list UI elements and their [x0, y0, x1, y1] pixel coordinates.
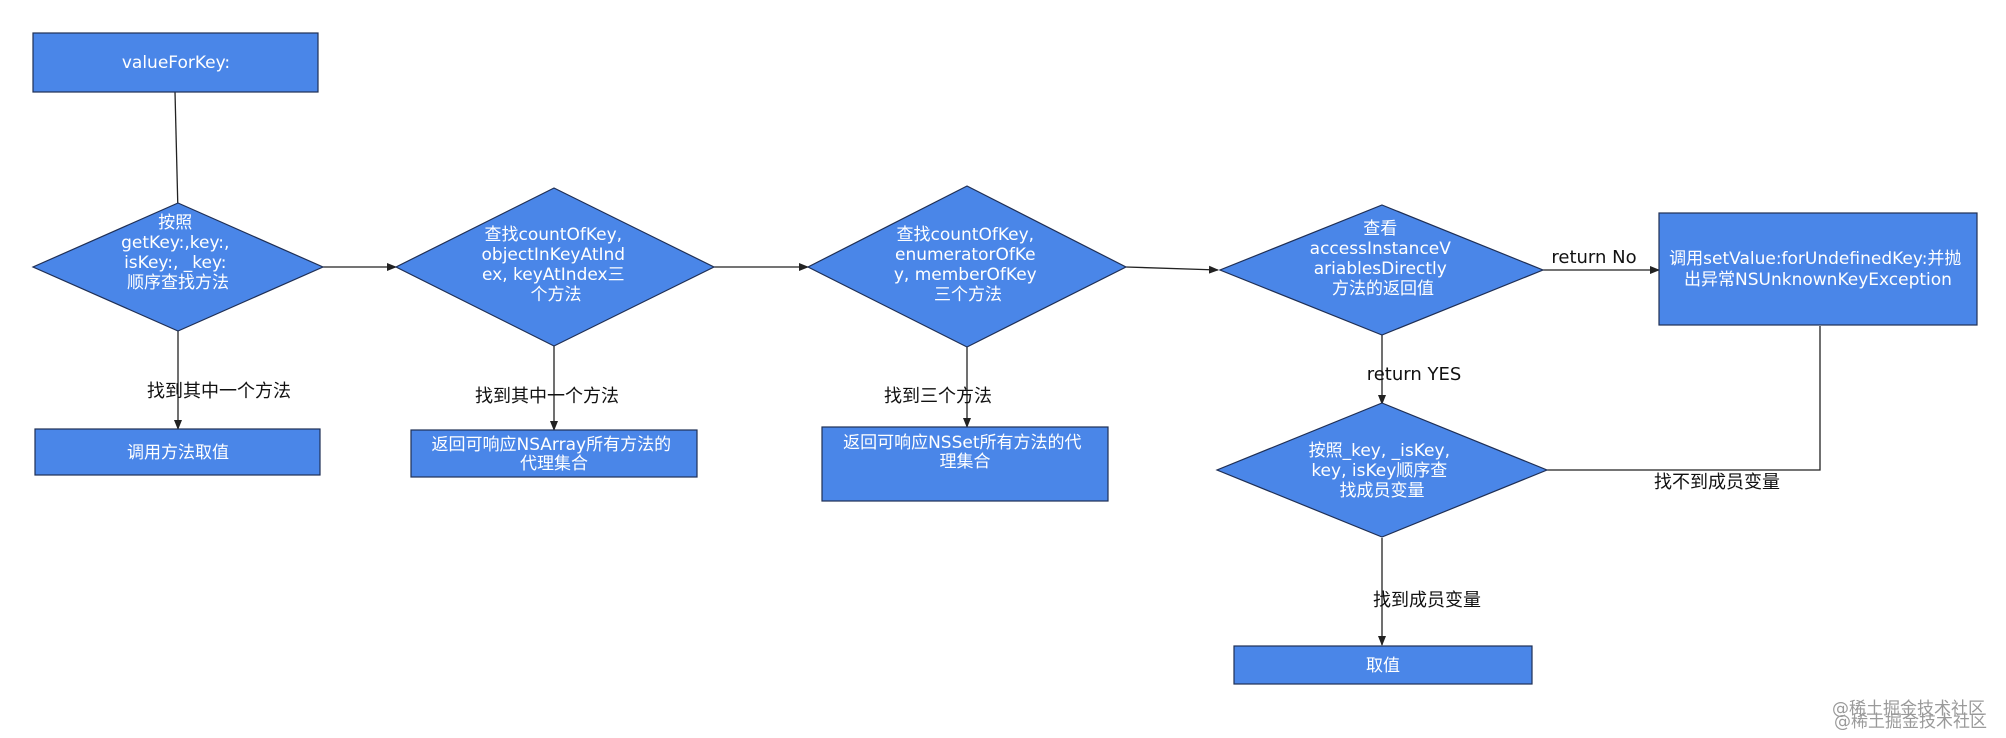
edge-label-found-three-methods: 找到三个方法 [884, 386, 992, 407]
undefined-key-node: 调用setValue:forUndefinedKey:并抛 出异常NSUnkno… [1658, 212, 1978, 326]
array-proxy-node: 返回可响应NSArray所有方法的 代理集合 [410, 429, 698, 478]
call-method-node: 调用方法取值 [34, 428, 321, 476]
getter-method-decision: 按照 getKey:,key:, isKey:, _key: 顺序查找方法 [31, 202, 325, 332]
call-method-node-label: 调用方法取值 [127, 443, 229, 463]
getter-method-decision-label: 按照 getKey:,key:, isKey:, _key: 顺序查找方法 [121, 213, 235, 293]
set-proxy-node: 返回可响应NSSet所有方法的代 理集合 [821, 426, 1109, 502]
array-methods-decision: 查找countOfKey, objectInKeyAtInd ex, keyAt… [394, 187, 716, 347]
edge-label-return-no: return No [1551, 247, 1636, 268]
get-value-node-label: 取值 [1366, 656, 1400, 676]
undefined-key-node-label: 调用setValue:forUndefinedKey:并抛 出异常NSUnkno… [1669, 249, 1967, 290]
edge-ivar-check-to-undefined-key [1547, 326, 1821, 471]
edge-label-return-yes: return YES [1367, 364, 1462, 385]
start-node-label: valueForKey: [122, 53, 230, 73]
edge-label-found-one-method-2: 找到其中一个方法 [475, 386, 619, 407]
access-instance-variables-decision: 查看 accessInstanceV ariablesDirectly 方法的返… [1218, 204, 1545, 336]
set-proxy-node-label: 返回可响应NSSet所有方法的代 理集合 [843, 433, 1087, 472]
watermark-text-shadow: @稀土掘金技术社区 [1834, 712, 1987, 732]
edge-label-ivar-not-found: 找不到成员变量 [1654, 472, 1780, 493]
edge-start-to-getter-check [173, 91, 182, 214]
ivar-lookup-decision-label: 按照_key, _isKey, key, isKey顺序查 找成员变量 [1309, 441, 1456, 501]
edge-label-ivar-found: 找到成员变量 [1373, 590, 1481, 611]
array-proxy-node-label: 返回可响应NSArray所有方法的 代理集合 [431, 435, 676, 474]
start-node: valueForKey: [32, 32, 319, 93]
array-methods-decision-label: 查找countOfKey, objectInKeyAtInd ex, keyAt… [482, 225, 631, 305]
edge-label-found-one-method-1: 找到其中一个方法 [147, 381, 291, 402]
watermark-text: @稀土掘金技术社区 [1832, 699, 1985, 719]
get-value-node: 取值 [1233, 645, 1533, 685]
set-methods-decision: 查找countOfKey, enumeratorOfKe y, memberOf… [806, 185, 1128, 348]
set-methods-decision-label: 查找countOfKey, enumeratorOfKe y, memberOf… [894, 225, 1042, 305]
ivar-lookup-decision: 按照_key, _isKey, key, isKey顺序查 找成员变量 [1215, 402, 1549, 538]
access-instance-variables-decision-label: 查看 accessInstanceV ariablesDirectly 方法的返… [1310, 219, 1457, 299]
edge-set-check-to-access-check [1125, 265, 1219, 274]
